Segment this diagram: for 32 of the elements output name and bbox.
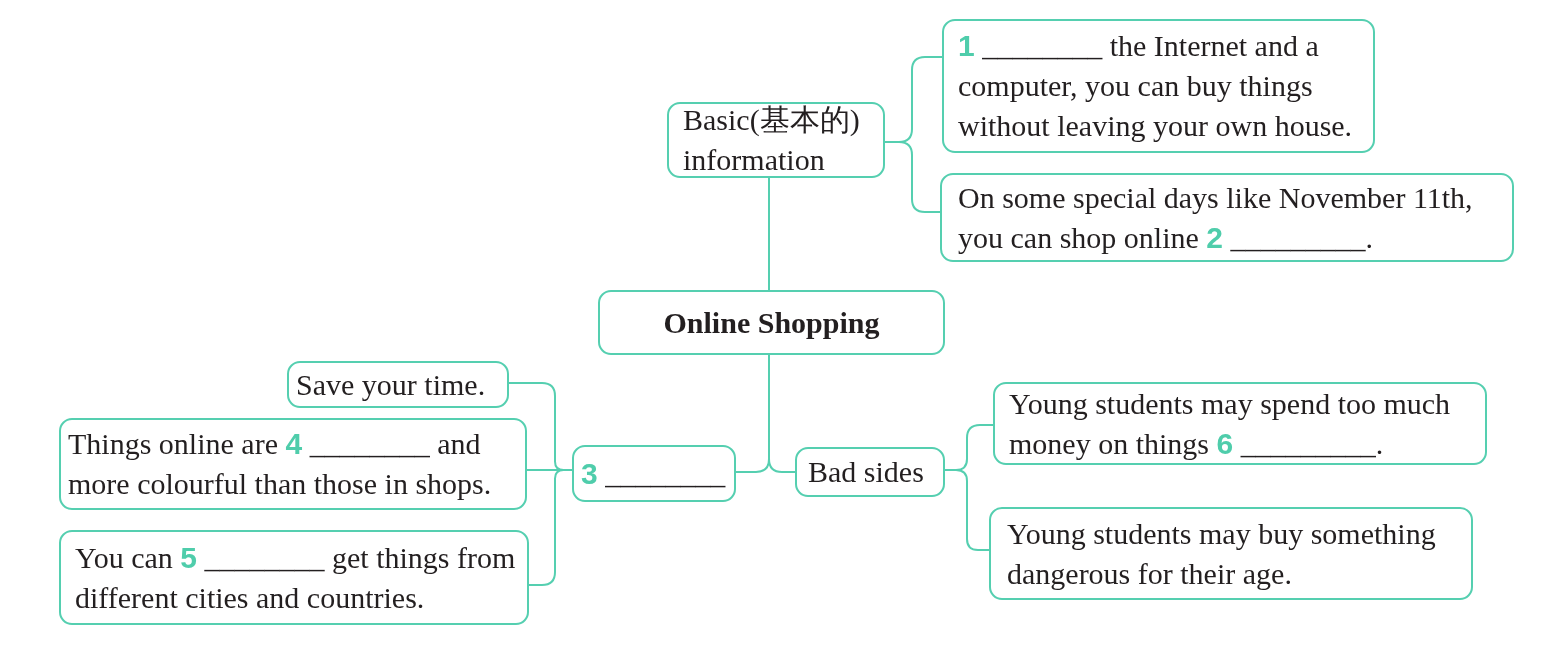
fill-in-line: _________ xyxy=(1240,426,1376,460)
branch-box xyxy=(989,507,1473,600)
branch-text: 1 ________ the Internet and a computer, you can buy things without leaving your own house. xyxy=(958,28,1354,144)
branch-box xyxy=(795,447,945,497)
branch-box xyxy=(572,445,736,502)
connector-line xyxy=(768,354,796,473)
branch-text: On some special days like November 11th, you can shop online 2 _________. xyxy=(958,179,1474,256)
branch-box xyxy=(59,418,527,510)
branch-text: Things online are 4 ________ and more colourful than those in shops. xyxy=(68,426,493,502)
branch-box xyxy=(667,102,885,178)
central-topic-box xyxy=(598,290,945,355)
connector-line xyxy=(768,177,770,291)
branch-box xyxy=(287,361,509,408)
branch-text: Young students may spend too much money on things 6 _________. xyxy=(1009,385,1452,462)
fill-in-line: ________ xyxy=(605,456,726,490)
fill-in-line: ________ xyxy=(982,29,1103,62)
connector-line xyxy=(884,141,941,213)
branch-text: Young students may buy something dangerous for their age. xyxy=(1007,515,1437,592)
fill-in-line: ________ xyxy=(204,540,325,574)
fill-in-line: ________ xyxy=(309,427,430,460)
branch-text: You can 5 ________ get things from different cities and countries. xyxy=(75,539,517,616)
branch-text: Bad sides xyxy=(808,454,925,490)
connector-line xyxy=(528,469,573,586)
topic-title: Online Shopping xyxy=(662,304,881,341)
branch-box xyxy=(940,173,1514,262)
fill-in-line: _________ xyxy=(1230,220,1366,254)
branch-box xyxy=(59,530,529,625)
branch-box xyxy=(942,19,1375,153)
branch-box xyxy=(993,382,1487,465)
branch-text: 3 ________ xyxy=(581,455,727,492)
branch-text: Save your time. xyxy=(296,366,487,403)
branch-text: Basic(基本的) information xyxy=(683,102,861,178)
